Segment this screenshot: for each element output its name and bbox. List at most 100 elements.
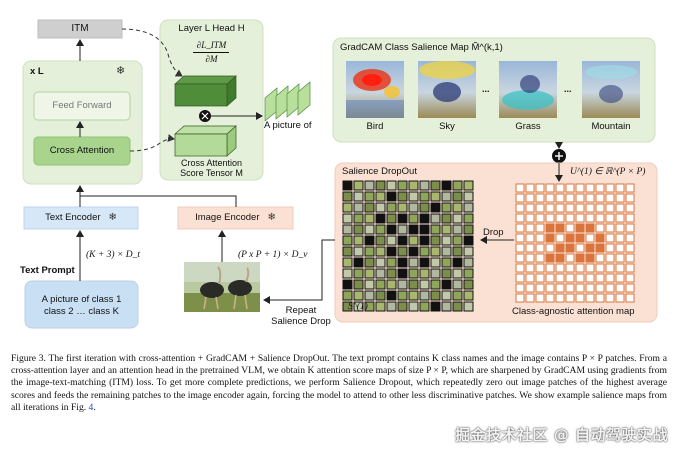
attention-cell <box>575 243 585 253</box>
image-patch <box>419 268 430 279</box>
image-patch <box>408 301 419 312</box>
image-patch <box>408 180 419 191</box>
attention-cell <box>615 283 625 293</box>
attention-cell <box>525 213 535 223</box>
figure-reference-link[interactable]: 4 <box>88 401 94 413</box>
text-prompt-title: Text Prompt <box>20 265 75 276</box>
image-patch <box>375 268 386 279</box>
image-patch <box>364 235 375 246</box>
attention-cell <box>515 233 525 243</box>
attention-cell <box>595 183 605 193</box>
image-patch <box>364 224 375 235</box>
image-patch <box>375 213 386 224</box>
salience-label-mountain: Mountain <box>591 121 631 132</box>
repeat-label-line1: Repeat <box>285 305 317 316</box>
image-patch <box>463 301 474 312</box>
attention-cell <box>595 263 605 273</box>
text-encoder-frozen-icon: ❄ <box>108 212 117 224</box>
image-patch <box>452 268 463 279</box>
salience-map-sky <box>418 61 476 118</box>
attention-cell <box>595 223 605 233</box>
attention-cell <box>545 253 555 263</box>
text-encoder-text: Text Encoder <box>45 211 101 223</box>
attention-cell <box>525 183 535 193</box>
text-prompt-box <box>24 280 139 329</box>
image-patch <box>430 301 441 312</box>
attention-cell <box>555 183 565 193</box>
image-patch <box>419 301 430 312</box>
text-prompt-line1: A picture of class 1 <box>41 294 122 305</box>
image-patch <box>353 246 364 257</box>
caption-text: Figure 3. The first iteration with cross… <box>11 353 667 413</box>
image-patch <box>364 301 375 312</box>
image-patch <box>408 235 419 246</box>
attention-cell <box>615 213 625 223</box>
image-patch <box>419 246 430 257</box>
frozen-icon: ❄ <box>116 64 126 77</box>
image-patch <box>353 290 364 301</box>
attention-tensor-line1: Cross Attention <box>180 158 243 168</box>
attention-cell <box>545 243 555 253</box>
image-patch <box>441 301 452 312</box>
image-patch <box>342 202 353 213</box>
attention-cell <box>615 273 625 283</box>
attention-cell <box>525 283 535 293</box>
image-patch <box>397 191 408 202</box>
attention-cell <box>615 233 625 243</box>
image-patch <box>364 180 375 191</box>
image-patch <box>408 268 419 279</box>
attention-cell <box>585 223 595 233</box>
image-patch <box>452 246 463 257</box>
attention-map-stack <box>264 81 311 122</box>
image-patch <box>375 257 386 268</box>
attention-cell <box>575 283 585 293</box>
figure-caption: Figure 3. The first iteration with cross… <box>11 353 667 414</box>
attention-cell <box>555 293 565 303</box>
image-patch <box>375 180 386 191</box>
image-patch <box>430 268 441 279</box>
attention-cell <box>585 243 595 253</box>
attention-cell <box>575 273 585 283</box>
attention-cell <box>545 283 555 293</box>
attention-cell <box>565 243 575 253</box>
image-patch <box>441 180 452 191</box>
attention-cell <box>535 193 545 203</box>
attention-cell <box>545 203 555 213</box>
salience-map-grass <box>499 61 557 118</box>
image-patch <box>353 235 364 246</box>
image-patch <box>397 301 408 312</box>
text-prompt-line2: class 2 … class K <box>44 306 119 317</box>
attention-cell <box>595 193 605 203</box>
attention-cell <box>575 223 585 233</box>
image-patch <box>386 268 397 279</box>
attention-cell <box>575 293 585 303</box>
attention-cell <box>585 213 595 223</box>
attention-cell <box>605 223 615 233</box>
image-dim-label: (P x P + 1) × D_v <box>238 250 308 260</box>
connectors <box>76 28 563 304</box>
image-patch <box>342 224 353 235</box>
image-patch <box>463 290 474 301</box>
image-patch <box>419 290 430 301</box>
gradient-fraction-bar <box>193 52 229 53</box>
attention-cell <box>625 273 635 283</box>
image-patch <box>342 246 353 257</box>
image-patch <box>430 257 441 268</box>
attention-cell <box>625 253 635 263</box>
attention-cell <box>625 213 635 223</box>
attention-cell <box>625 183 635 193</box>
image-patch <box>419 180 430 191</box>
text-encoder-box <box>23 206 139 230</box>
attention-cell <box>535 263 545 273</box>
attention-cell <box>555 243 565 253</box>
image-patch <box>353 191 364 202</box>
text-prompt-content: A picture of class 1 class 2 … class K <box>25 294 138 318</box>
image-patch <box>386 180 397 191</box>
attention-tensor-cube <box>174 125 237 157</box>
attention-cell <box>615 263 625 273</box>
attention-cell <box>545 263 555 273</box>
image-patch <box>452 180 463 191</box>
attention-cell <box>535 293 545 303</box>
attention-cell <box>605 283 615 293</box>
attention-cell <box>605 203 615 213</box>
